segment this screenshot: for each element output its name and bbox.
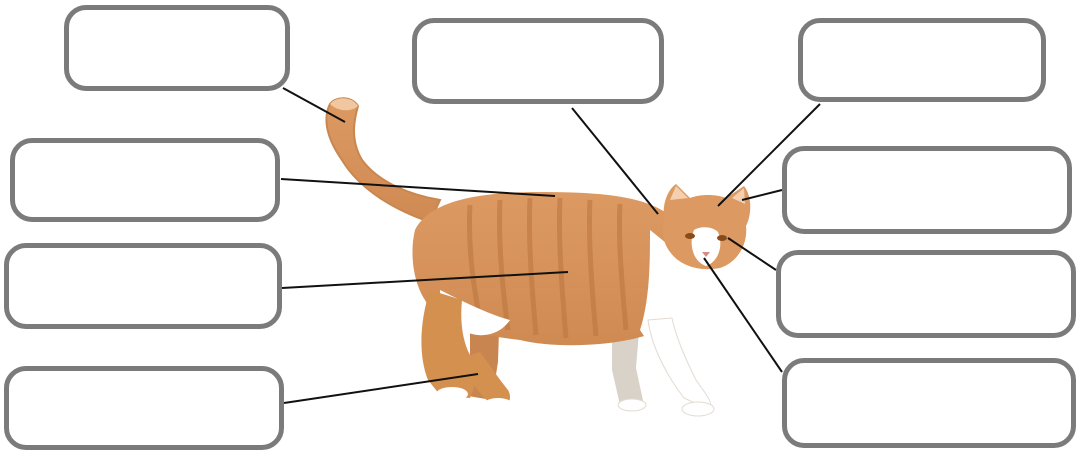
leader-lines [280,87,821,404]
cat-stripes [466,197,629,339]
leader-line-tail [282,87,346,123]
leader-line-belly [281,271,569,289]
label-box-ear[interactable] [782,146,1072,234]
label-box-leg[interactable] [4,366,284,450]
leader-line-head [717,103,821,207]
label-box-head[interactable] [798,18,1046,102]
cat-eye-left [685,233,695,239]
cat-head [662,184,751,270]
label-box-nose[interactable] [782,358,1076,448]
leader-line-eye [727,237,777,271]
cat-ear-left [670,186,688,200]
cat-tail [325,97,442,224]
label-box-eye[interactable] [776,250,1076,338]
label-box-tail[interactable] [64,5,290,91]
cat-face-white [691,227,721,266]
leader-line-leg [283,373,479,404]
cat-ear-right [732,188,745,204]
label-box-back[interactable] [10,138,280,222]
cat-body [412,192,684,346]
cat-front-leg-near [647,317,712,411]
leader-line-back [280,178,556,197]
cat-eye-right [717,235,727,241]
label-box-belly[interactable] [4,243,282,329]
label-box-neck[interactable] [412,18,664,104]
leader-line-ear [741,189,783,201]
cat-back-leg-near [421,290,476,398]
leader-line-nose [703,257,783,373]
leader-line-neck [571,107,659,215]
cat-nose [702,252,710,257]
